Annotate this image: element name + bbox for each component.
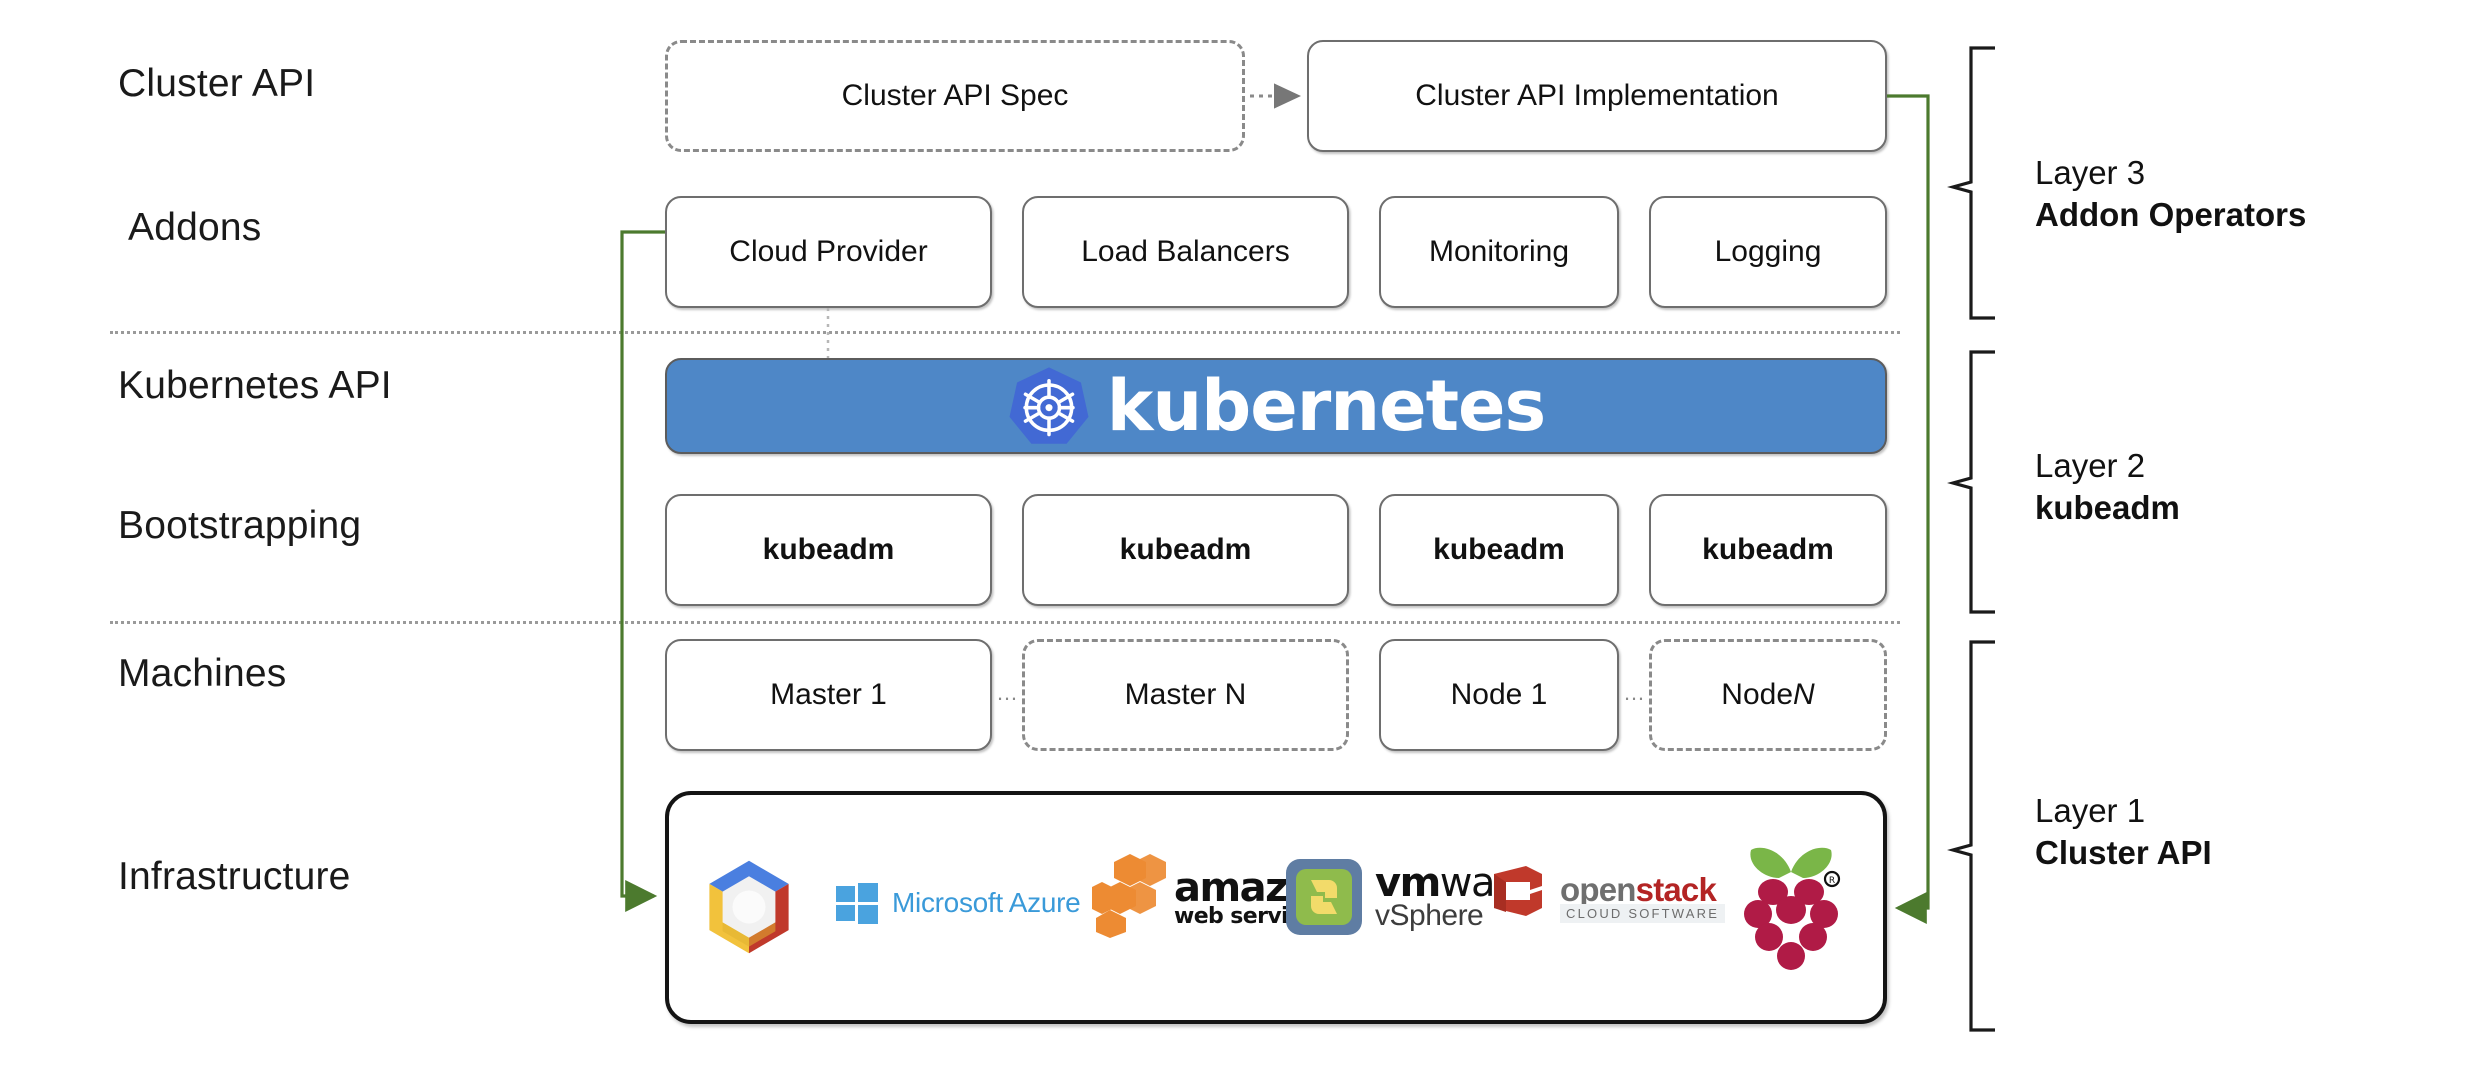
machine-box-master-n[interactable]: Master N [1022,639,1349,751]
cluster-api-spec-box[interactable]: Cluster API Spec [665,40,1245,152]
aws-cubes-icon [1092,854,1166,938]
layer-2-name: Layer 2 [2035,447,2146,484]
azure-wordmark: Microsoft Azure [892,887,1081,918]
kubeadm-label: kubeadm [1702,533,1834,566]
machine-label-italic-suffix: N [1793,678,1815,711]
kubeadm-box-1[interactable]: kubeadm [665,494,992,606]
row-label-kubernetes-api: Kubernetes API [118,364,392,407]
row-label-cluster-api: Cluster API [118,62,316,105]
microsoft-azure-logo: Microsoft Azure [834,880,1081,926]
openstack-tagline: CLOUD SOFTWARE [1560,903,1726,923]
cluster-api-spec-label: Cluster API Spec [841,79,1069,112]
layer-3-brace [1947,46,1995,320]
openstack-wordmark: openstack [1560,870,1717,908]
vsphere-icon [1286,859,1362,935]
addon-box-monitoring[interactable]: Monitoring [1379,196,1619,308]
machine-label: Node [1721,678,1794,711]
machine-label: Node 1 [1450,678,1548,711]
addon-label: Load Balancers [1081,235,1290,268]
addon-box-load-balancers[interactable]: Load Balancers [1022,196,1349,308]
cluster-api-implementation-box[interactable]: Cluster API Implementation [1307,40,1887,152]
machine-label: Master 1 [770,678,887,711]
vmware-vsphere-logo: vmware vSphere [1285,858,1533,936]
kubernetes-helm-icon [1007,364,1091,448]
machines-ellipsis-1: … [996,680,1020,705]
row-label-machines: Machines [118,652,287,695]
addon-box-cloud-provider[interactable]: Cloud Provider [665,196,992,308]
google-cloud-logo [694,852,804,962]
layer-separator-top [110,331,1900,334]
addon-box-logging[interactable]: Logging [1649,196,1887,308]
addon-label: Logging [1714,235,1822,268]
layer-2-subtitle: kubeadm [2035,489,2180,527]
addon-label: Cloud Provider [729,235,928,268]
layer-separator-bottom [110,621,1900,624]
machine-box-node-n[interactable]: Node N [1649,639,1887,751]
layer-2-label: Layer 2 kubeadm [2035,445,2180,529]
layer-3-subtitle: Addon Operators [2035,196,2307,234]
machine-box-master-1[interactable]: Master 1 [665,639,992,751]
row-label-bootstrapping: Bootstrapping [118,504,362,547]
kubeadm-label: kubeadm [1433,533,1565,566]
addon-label: Monitoring [1428,235,1570,268]
raspberry-pi-logo: R [1733,838,1849,978]
kubeadm-box-3[interactable]: kubeadm [1379,494,1619,606]
machine-label: Master N [1124,678,1247,711]
kubeadm-box-2[interactable]: kubeadm [1022,494,1349,606]
raspberry-icon: R [1744,847,1841,970]
machines-ellipsis-2: … [1623,680,1647,705]
kubeadm-label: kubeadm [1119,533,1252,566]
openstack-logo: openstack CLOUD SOFTWARE [1486,862,1726,932]
layer-3-label: Layer 3 Addon Operators [2035,152,2306,236]
kubernetes-api-banner[interactable]: kubernetes [665,358,1887,454]
vsphere-wordmark: vSphere [1375,898,1484,932]
windows-flag-icon [836,883,878,924]
layer-1-subtitle: Cluster API [2035,834,2212,872]
machine-box-node-1[interactable]: Node 1 [1379,639,1619,751]
layer-1-label: Layer 1 Cluster API [2035,790,2212,874]
kubeadm-box-4[interactable]: kubeadm [1649,494,1887,606]
layer-1-brace [1947,640,1995,1032]
implementation-to-infrastructure-line [1887,94,1930,924]
openstack-icon [1494,866,1542,916]
kubernetes-wordmark: kubernetes [1106,365,1546,447]
layer-2-brace [1947,350,1995,614]
layer-1-name: Layer 1 [2035,792,2146,829]
cluster-api-implementation-label: Cluster API Implementation [1415,79,1779,112]
kubeadm-label: kubeadm [762,533,895,566]
row-label-infrastructure: Infrastructure [118,855,351,898]
svg-text:R: R [1829,876,1835,886]
layer-3-name: Layer 3 [2035,154,2146,191]
row-label-addons: Addons [128,206,262,249]
